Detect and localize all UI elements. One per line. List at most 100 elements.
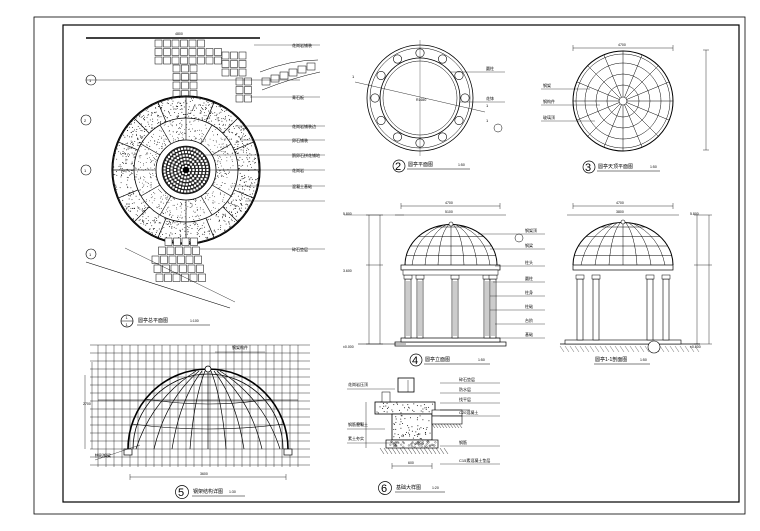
cobble xyxy=(177,157,179,159)
gravel-dot xyxy=(127,180,128,181)
gravel-dot xyxy=(153,157,154,158)
cobble xyxy=(206,166,208,168)
gravel-dot xyxy=(140,189,141,190)
gravel-dot xyxy=(162,103,163,104)
gravel-dot xyxy=(254,163,255,164)
gravel-dot xyxy=(236,200,237,201)
gravel-dot xyxy=(211,107,212,108)
gravel-dot xyxy=(197,207,198,208)
cobble xyxy=(168,163,170,165)
column-capital xyxy=(404,275,412,279)
gravel-dot xyxy=(214,182,215,183)
gravel-dot xyxy=(207,238,208,239)
gravel-dot xyxy=(152,173,153,174)
gravel-dot xyxy=(218,160,219,161)
gravel-dot xyxy=(174,108,175,109)
gravel-dot xyxy=(177,103,178,104)
step-tile xyxy=(165,274,172,282)
gravel-dot xyxy=(169,112,170,113)
gravel-dot xyxy=(221,138,222,139)
gravel-dot xyxy=(229,139,230,140)
paving-tile xyxy=(239,69,246,76)
gravel-dot xyxy=(139,209,140,210)
concrete-dot xyxy=(425,433,426,434)
gravel-dot xyxy=(218,216,219,217)
dome-detail-crown xyxy=(205,366,211,372)
gravel-dot xyxy=(243,128,244,129)
gravel-dot xyxy=(114,174,115,175)
concrete-dot xyxy=(401,412,402,413)
gravel-dot xyxy=(215,208,216,209)
gravel-dot xyxy=(142,216,143,217)
concrete-dot xyxy=(410,417,411,418)
gravel-dot xyxy=(166,210,167,211)
gravel-dot xyxy=(210,139,211,140)
gravel-dot xyxy=(223,124,224,125)
cobble xyxy=(187,176,189,178)
gravel-dot xyxy=(144,185,145,186)
gravel-dot xyxy=(224,128,225,129)
cobble xyxy=(203,157,205,159)
gravel-dot xyxy=(190,121,191,122)
gravel-dot xyxy=(206,101,207,102)
gravel-dot xyxy=(239,168,240,169)
cobble xyxy=(184,190,186,192)
gravel-dot xyxy=(129,127,130,128)
gravel-dot xyxy=(145,126,146,127)
gravel-dot xyxy=(160,123,161,124)
column-base xyxy=(377,116,385,124)
gravel-dot xyxy=(221,109,222,110)
gravel-dot xyxy=(144,131,145,132)
gravel-dot xyxy=(150,177,151,178)
gravel-dot xyxy=(219,187,220,188)
gravel-dot xyxy=(206,115,207,116)
cobble xyxy=(164,174,166,176)
gravel-dot xyxy=(132,191,133,192)
gravel-dot xyxy=(232,220,233,221)
cobble xyxy=(204,178,206,180)
cobble xyxy=(190,163,192,165)
gravel-dot xyxy=(121,172,122,173)
concrete-dot xyxy=(426,409,427,410)
gravel-dot xyxy=(182,229,183,230)
step-tile xyxy=(167,247,174,255)
gravel-dot xyxy=(193,107,194,108)
paving-tile xyxy=(206,57,213,64)
gravel-dot xyxy=(135,150,136,151)
cobble xyxy=(180,179,182,181)
gravel-dot xyxy=(167,208,168,209)
gravel-dot xyxy=(140,155,141,156)
gravel-dot xyxy=(133,154,134,155)
gravel-dot xyxy=(123,171,124,172)
gravel-dot xyxy=(215,115,216,116)
gravel-dot xyxy=(140,223,141,224)
gravel-dot xyxy=(120,164,121,165)
concrete-dot xyxy=(407,404,408,405)
gravel-dot xyxy=(161,102,162,103)
gravel-dot xyxy=(142,220,143,221)
gravel-dot xyxy=(126,149,127,150)
gravel-dot xyxy=(187,114,188,115)
gravel-dot xyxy=(189,129,190,130)
gravel-dot xyxy=(196,216,197,217)
gravel-dot xyxy=(206,238,207,239)
gravel-dot xyxy=(196,108,197,109)
gravel-dot xyxy=(192,109,193,110)
gravel-dot xyxy=(204,119,205,120)
concrete-dot xyxy=(424,407,425,408)
column-stub xyxy=(398,378,414,392)
gravel-dot xyxy=(227,153,228,154)
cobble xyxy=(188,187,190,189)
gravel-dot xyxy=(200,207,201,208)
gravel-dot xyxy=(215,232,216,233)
cobble xyxy=(178,161,180,163)
gravel-dot xyxy=(180,132,181,133)
gravel-dot xyxy=(205,125,206,126)
dome-leader-2: 拱形钢梁 xyxy=(95,452,111,458)
cobble xyxy=(175,150,177,152)
gravel-dot xyxy=(220,128,221,129)
cobble xyxy=(167,166,169,168)
gravel-dot xyxy=(189,106,190,107)
gravel-dot xyxy=(178,216,179,217)
step-tile xyxy=(186,256,193,264)
